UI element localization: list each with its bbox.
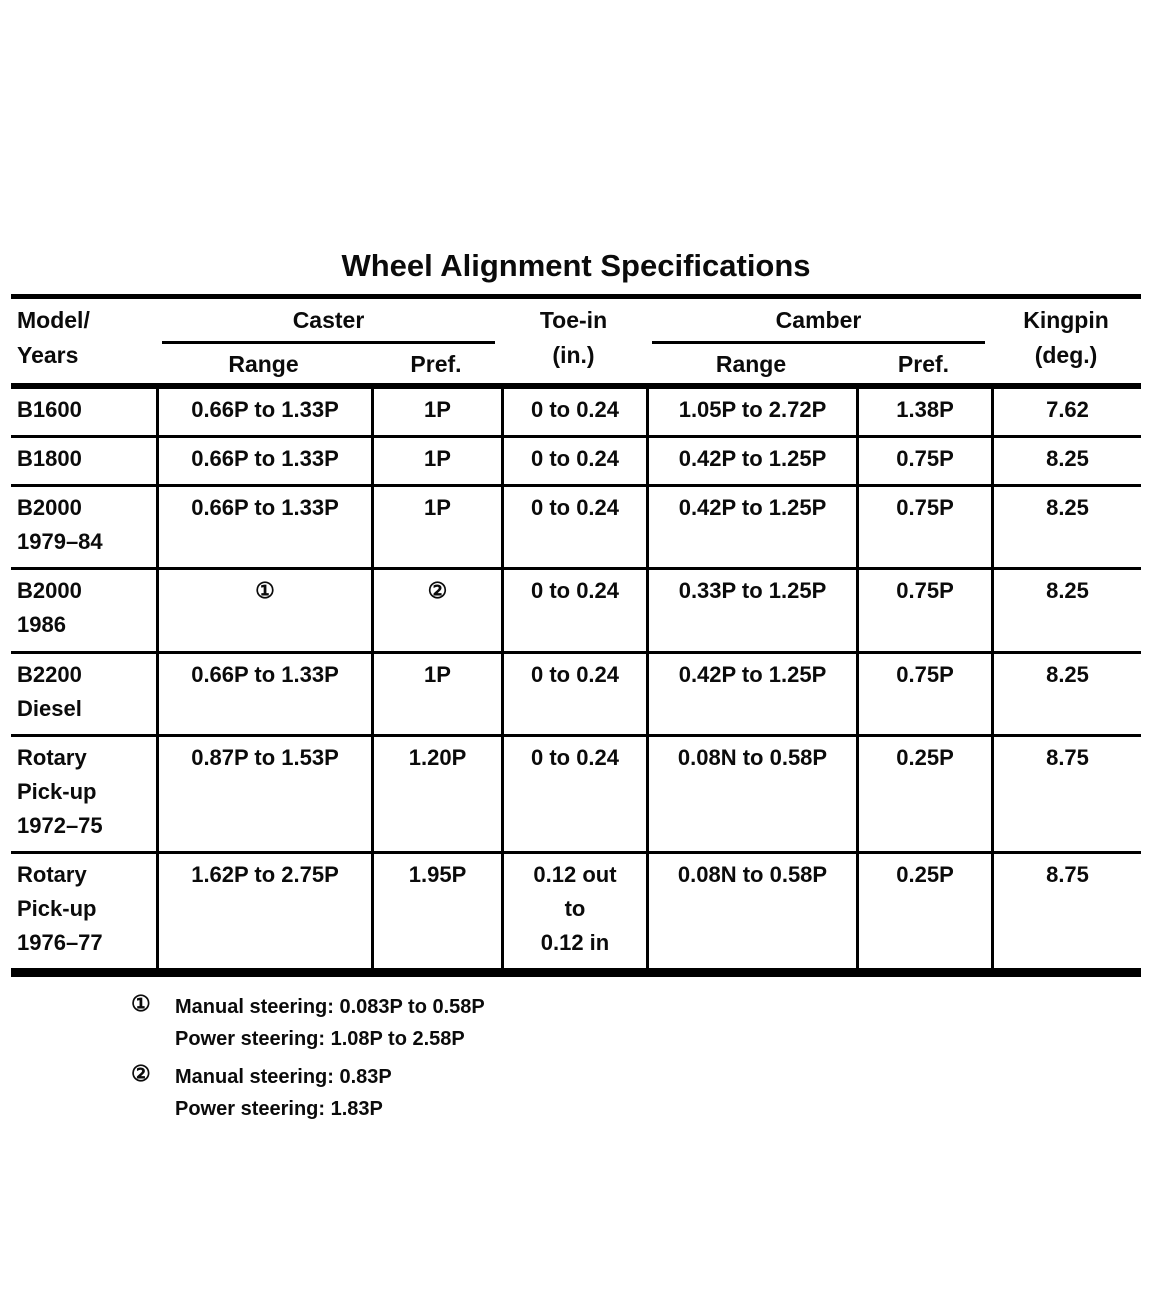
header-camber-range: Range bbox=[715, 350, 787, 377]
cell-model: B1800 bbox=[17, 446, 82, 472]
cell-toe-in: 0 to 0.24 bbox=[501, 438, 646, 485]
cell-kingpin: 8.25 bbox=[991, 487, 1141, 568]
header-camber-label: Camber bbox=[652, 303, 985, 344]
cell-caster-range-footnote-1-marker: ① bbox=[156, 570, 371, 651]
table-row-b1600: B1600 0.66P to 1.33P 1P 0 to 0.24 1.05P … bbox=[11, 389, 1141, 439]
cell-camber-range: 0.08N to 0.58P bbox=[646, 736, 856, 852]
cell-caster-range: 0.66P to 1.33P bbox=[156, 653, 371, 734]
header-model-years: Model/ Years bbox=[17, 307, 90, 368]
cell-kingpin: 7.62 bbox=[991, 389, 1141, 436]
cell-kingpin: 8.75 bbox=[991, 854, 1141, 969]
wheel-alignment-table: Wheel Alignment Specifications Model/ Ye… bbox=[11, 248, 1141, 1125]
cell-caster-range: 0.66P to 1.33P bbox=[156, 487, 371, 568]
header-kingpin: Kingpin (deg.) bbox=[1023, 307, 1109, 368]
cell-model: B2000 1986 bbox=[17, 578, 82, 638]
cell-camber-range: 1.05P to 2.72P bbox=[646, 389, 856, 436]
cell-caster-pref: 1P bbox=[371, 487, 501, 568]
cell-caster-range: 0.87P to 1.53P bbox=[156, 736, 371, 852]
header-caster-label: Caster bbox=[162, 303, 495, 344]
cell-camber-range: 0.08N to 0.58P bbox=[646, 854, 856, 969]
table-row-b2000-1986: B2000 1986 ① ② 0 to 0.24 0.33P to 1.25P … bbox=[11, 570, 1141, 654]
cell-kingpin: 8.25 bbox=[991, 438, 1141, 485]
cell-camber-pref: 0.25P bbox=[856, 736, 991, 852]
cell-toe-in: 0 to 0.24 bbox=[501, 570, 646, 651]
cell-camber-pref: 0.75P bbox=[856, 570, 991, 651]
cell-model: B2200 Diesel bbox=[17, 661, 82, 721]
header-caster-pref: Pref. bbox=[410, 350, 462, 377]
header-rule bbox=[11, 383, 1141, 389]
cell-model: B1600 bbox=[17, 397, 82, 422]
cell-caster-pref: 1P bbox=[371, 653, 501, 734]
footnote-2: ② Manual steering: 0.83P Power steering:… bbox=[131, 1061, 1141, 1125]
footnote-2-text: Manual steering: 0.83P Power steering: 1… bbox=[175, 1066, 392, 1121]
cell-toe-in: 0 to 0.24 bbox=[501, 389, 646, 436]
cell-caster-pref-footnote-2-marker: ② bbox=[371, 570, 501, 651]
header-camber: Camber bbox=[646, 303, 991, 344]
footnotes: ① Manual steering: 0.083P to 0.58P Power… bbox=[131, 991, 1141, 1125]
title-rule bbox=[11, 294, 1141, 299]
footnote-1-text: Manual steering: 0.083P to 0.58P Power s… bbox=[175, 996, 485, 1051]
cell-caster-pref: 1P bbox=[371, 389, 501, 436]
cell-camber-pref: 1.38P bbox=[856, 389, 991, 436]
header-toe-in: Toe-in (in.) bbox=[539, 307, 608, 368]
cell-camber-pref: 0.25P bbox=[856, 854, 991, 969]
table-row-rotary-pickup-1972-75: Rotary Pick-up 1972–75 0.87P to 1.53P 1.… bbox=[11, 736, 1141, 855]
table-title: Wheel Alignment Specifications bbox=[341, 248, 811, 283]
table-row-b1800: B1800 0.66P to 1.33P 1P 0 to 0.24 0.42P … bbox=[11, 438, 1141, 488]
cell-camber-range: 0.33P to 1.25P bbox=[646, 570, 856, 651]
footnote-1-marker-icon: ① bbox=[131, 991, 151, 1017]
bottom-rule bbox=[11, 971, 1141, 978]
cell-camber-pref: 0.75P bbox=[856, 487, 991, 568]
cell-caster-range: 0.66P to 1.33P bbox=[156, 389, 371, 436]
cell-caster-pref: 1P bbox=[371, 438, 501, 485]
cell-toe-in: 0.12 out to 0.12 in bbox=[501, 854, 646, 969]
cell-kingpin: 8.25 bbox=[991, 570, 1141, 651]
table-row-b2000-1979-84: B2000 1979–84 0.66P to 1.33P 1P 0 to 0.2… bbox=[11, 487, 1141, 571]
cell-camber-range: 0.42P to 1.25P bbox=[646, 487, 856, 568]
cell-caster-range: 0.66P to 1.33P bbox=[156, 438, 371, 485]
header-camber-pref: Pref. bbox=[897, 350, 950, 377]
table-header: Model/ Years Caster Toe-in (in.) Camber … bbox=[11, 299, 1141, 383]
footnote-2-marker-icon: ② bbox=[131, 1061, 151, 1087]
footnote-1: ① Manual steering: 0.083P to 0.58P Power… bbox=[131, 991, 1141, 1055]
cell-caster-pref: 1.95P bbox=[371, 854, 501, 969]
cell-caster-pref: 1.20P bbox=[371, 736, 501, 852]
cell-camber-pref: 0.75P bbox=[856, 653, 991, 734]
cell-kingpin: 8.75 bbox=[991, 736, 1141, 852]
cell-model: Rotary Pick-up 1976–77 bbox=[17, 862, 103, 956]
table-row-rotary-pickup-1976-77: Rotary Pick-up 1976–77 1.62P to 2.75P 1.… bbox=[11, 854, 1141, 972]
cell-toe-in: 0 to 0.24 bbox=[501, 736, 646, 852]
cell-toe-in: 0 to 0.24 bbox=[501, 487, 646, 568]
cell-camber-range: 0.42P to 1.25P bbox=[646, 653, 856, 734]
cell-kingpin: 8.25 bbox=[991, 653, 1141, 734]
cell-camber-pref: 0.75P bbox=[856, 438, 991, 485]
cell-model: B2000 1979–84 bbox=[17, 495, 103, 555]
cell-model: Rotary Pick-up 1972–75 bbox=[17, 744, 103, 838]
cell-camber-range: 0.42P to 1.25P bbox=[646, 438, 856, 485]
header-caster-range: Range bbox=[228, 350, 299, 377]
cell-caster-range: 1.62P to 2.75P bbox=[156, 854, 371, 969]
header-caster: Caster bbox=[156, 303, 501, 344]
cell-toe-in: 0 to 0.24 bbox=[501, 653, 646, 734]
table-row-b2200-diesel: B2200 Diesel 0.66P to 1.33P 1P 0 to 0.24… bbox=[11, 653, 1141, 737]
